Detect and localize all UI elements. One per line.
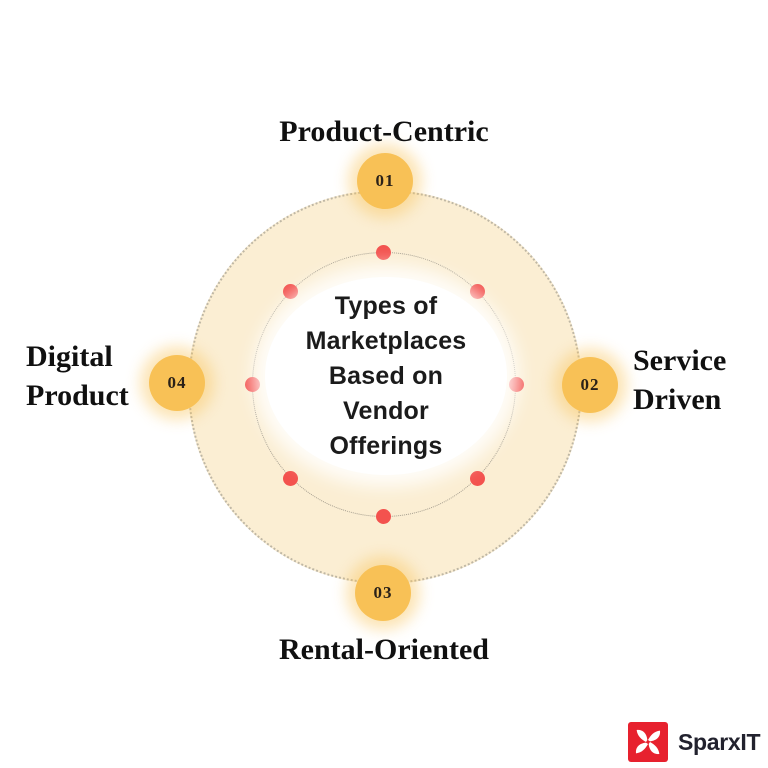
badge-02: 02 xyxy=(562,357,618,413)
brand-name: SparxIT xyxy=(678,728,761,755)
badge-03: 03 xyxy=(355,565,411,621)
diagram-title: Types of Marketplaces Based on Vendor Of… xyxy=(305,291,467,460)
red-dot xyxy=(245,377,260,392)
badge-01: 01 xyxy=(357,153,413,209)
label-rental-oriented: Rental-Oriented xyxy=(279,633,489,666)
red-dot xyxy=(470,284,485,299)
label-digital-product: Digital Product xyxy=(26,340,129,412)
label-service-driven: Service Driven xyxy=(633,344,727,416)
pinwheel-icon xyxy=(628,722,668,762)
center-ellipse: Types of Marketplaces Based on Vendor Of… xyxy=(265,277,507,475)
badge-04: 04 xyxy=(149,355,205,411)
red-dot xyxy=(470,471,485,486)
badge-01-number: 01 xyxy=(375,171,395,190)
red-dot xyxy=(376,245,391,260)
badge-02-number: 02 xyxy=(580,375,600,394)
red-dot xyxy=(283,471,298,486)
red-dot xyxy=(283,284,298,299)
brand-logo: SparxIT xyxy=(628,722,761,762)
red-dot xyxy=(376,509,391,524)
badge-03-number: 03 xyxy=(373,583,393,602)
badge-04-number: 04 xyxy=(167,373,187,392)
label-product-centric: Product-Centric xyxy=(279,115,489,148)
red-dot xyxy=(509,377,524,392)
